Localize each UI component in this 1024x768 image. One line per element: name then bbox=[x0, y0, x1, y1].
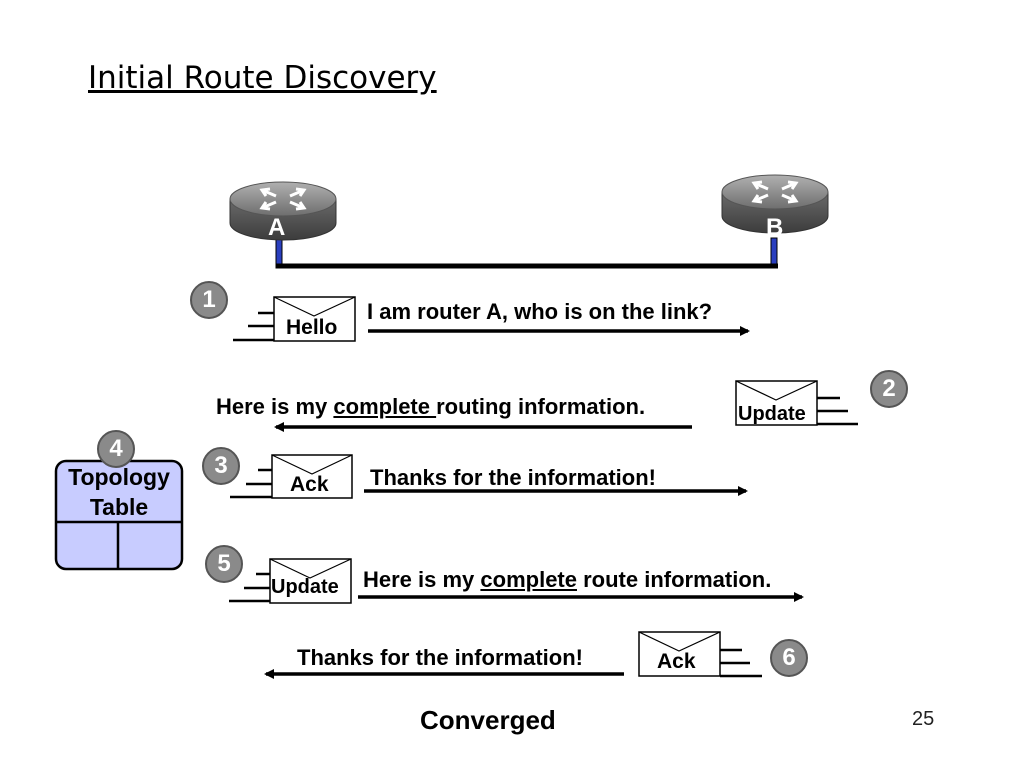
step-badge-2: 2 bbox=[870, 370, 908, 408]
ack-envelope-label-2: Ack bbox=[657, 650, 696, 673]
update-message-start: Here is my bbox=[216, 394, 334, 419]
topology-label-line2: Table bbox=[89, 494, 149, 520]
ack-message: Thanks for the information! bbox=[370, 465, 656, 490]
update-message-end: routing information. bbox=[436, 394, 646, 419]
update-envelope-label-2: Update bbox=[271, 576, 339, 598]
update-message-2-end: route information. bbox=[577, 567, 772, 592]
hello-envelope-label: Hello bbox=[286, 316, 338, 339]
update-message: Here is my complete routing information. bbox=[216, 394, 645, 420]
update-message-2: Here is my complete route information. bbox=[363, 567, 771, 593]
step-badge-3: 3 bbox=[202, 447, 240, 485]
update-message-emphasis: complete bbox=[333, 394, 437, 419]
hello-envelope-icon bbox=[233, 296, 356, 342]
router-b-icon bbox=[721, 174, 829, 234]
converged-label: Converged bbox=[420, 705, 556, 735]
slide-title: Initial Route Discovery bbox=[88, 60, 437, 96]
ack-envelope-icon bbox=[230, 454, 353, 499]
ack-envelope-label: Ack bbox=[290, 473, 329, 496]
network-link bbox=[275, 237, 778, 269]
update-envelope-icon-2 bbox=[229, 558, 352, 604]
update-message-2-start: Here is my bbox=[363, 567, 481, 592]
step-badge-6: 6 bbox=[770, 639, 808, 677]
router-a-label: A bbox=[268, 214, 286, 241]
ack-message-2: Thanks for the information! bbox=[297, 645, 583, 670]
step-badge-5: 5 bbox=[205, 545, 243, 583]
update-message-2-emphasis: complete bbox=[480, 567, 577, 592]
router-b-label: B bbox=[766, 214, 784, 241]
ack-envelope-icon-2 bbox=[638, 631, 762, 678]
update-envelope-label: Update bbox=[738, 403, 806, 425]
step-badge-4: 4 bbox=[97, 430, 135, 468]
topology-label-line1: Topology bbox=[68, 464, 170, 490]
topology-table-icon bbox=[54, 459, 184, 571]
page-number: 25 bbox=[912, 708, 935, 730]
router-a-icon bbox=[229, 181, 337, 241]
step-badge-1: 1 bbox=[190, 281, 228, 319]
hello-message: I am router A, who is on the link? bbox=[367, 299, 713, 324]
topology-table-label: Topology Table bbox=[56, 462, 182, 522]
update-envelope-icon bbox=[735, 380, 858, 426]
